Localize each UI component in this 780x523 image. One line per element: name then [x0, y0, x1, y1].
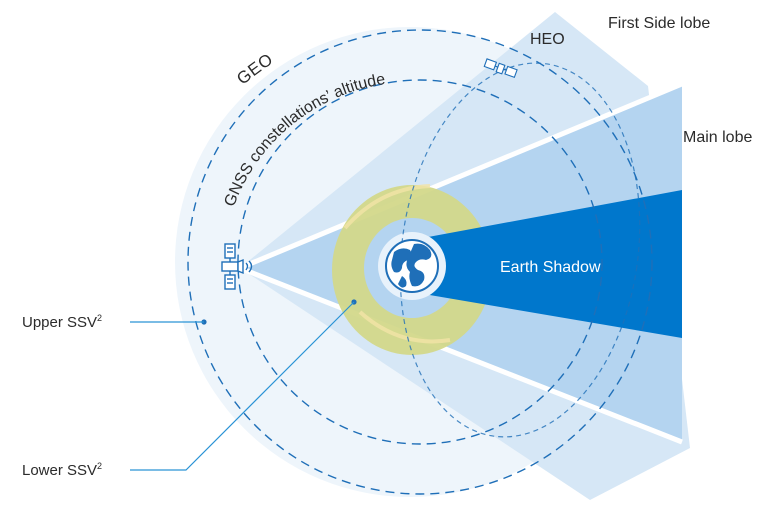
heo-label: HEO: [530, 31, 565, 48]
lower-ssv-ring: [332, 185, 493, 355]
heo-satellite-icon: [483, 58, 518, 79]
lower-ssv-glow-top: [343, 184, 431, 230]
lower-ssv-glow-bottom: [358, 310, 451, 344]
geo-orbit: [187, 29, 653, 495]
upper-ssv-label: Upper SSV2: [22, 313, 102, 331]
earth-shadow-shape: [412, 190, 682, 338]
lower-ssv-leader: [130, 301, 355, 471]
earth-shadow-label: Earth Shadow: [500, 259, 601, 276]
main-lobe-label: Main lobe: [683, 129, 752, 146]
earth-globe-icon: [385, 239, 439, 293]
satellite-icon: [221, 243, 253, 290]
lower-ssv-label: Lower SSV2: [22, 461, 102, 479]
lobe-separator-upper: [239, 81, 683, 271]
lobe-separator-lower: [239, 265, 683, 445]
first-side-lobe-label: First Side lobe: [608, 15, 710, 32]
heo-orbit: [399, 62, 641, 438]
